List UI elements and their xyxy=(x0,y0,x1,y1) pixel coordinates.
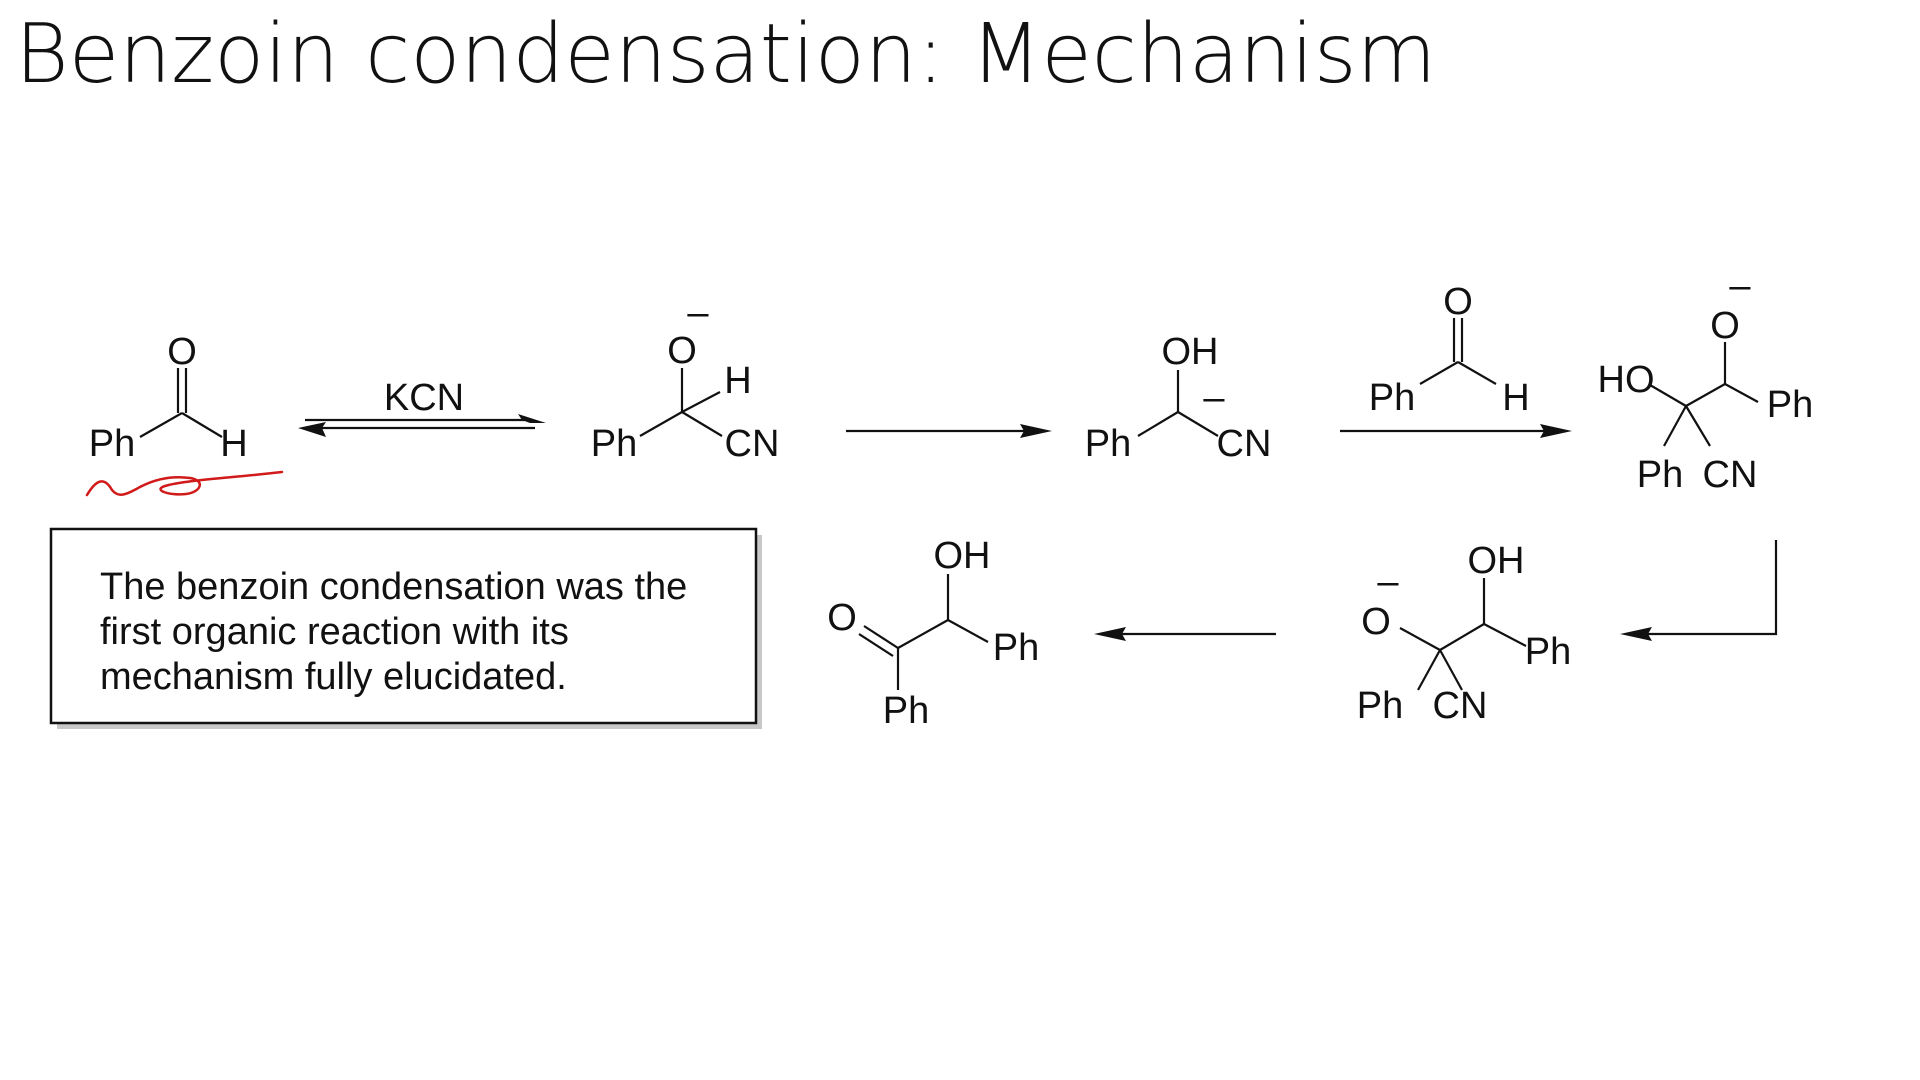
atom-cn: CN xyxy=(1703,454,1758,496)
note-box-frame xyxy=(49,527,758,725)
atom-ph: Ph xyxy=(993,627,1039,669)
charge-minus: – xyxy=(1203,377,1225,419)
atom-cn: CN xyxy=(725,423,780,465)
atom-o: O xyxy=(827,597,857,639)
reaction-arrow-3: O Ph H xyxy=(1340,281,1572,438)
benzoin-product: OH O Ph Ph xyxy=(827,535,1039,732)
atom-ph: Ph xyxy=(1357,685,1403,727)
note-line: The benzoin condensation was the xyxy=(100,566,687,608)
equilibrium-arrow: KCN xyxy=(298,377,546,437)
atom-ph: Ph xyxy=(1369,377,1415,419)
carbanion-intermediate: OH – Ph CN xyxy=(1085,331,1272,465)
atom-ph: Ph xyxy=(1767,384,1813,426)
atom-ph: Ph xyxy=(591,423,637,465)
atom-oh: OH xyxy=(1162,331,1219,373)
rearranged-alkoxide: OH O – Ph Ph CN xyxy=(1357,540,1571,727)
atom-ho: HO xyxy=(1598,359,1655,401)
handwritten-annotation xyxy=(85,470,284,497)
slide-title: Benzoin condensation: Mechanism xyxy=(15,7,1436,102)
atom-cn: CN xyxy=(1433,685,1488,727)
reaction-arrow-5 xyxy=(1094,627,1276,641)
atom-ph: Ph xyxy=(883,690,929,732)
atom-o: O xyxy=(1361,601,1391,643)
atom-cn: CN xyxy=(1217,423,1272,465)
atom-o: O xyxy=(167,331,197,373)
atom-h: H xyxy=(220,423,247,465)
atom-o: O xyxy=(1443,281,1473,323)
benzaldehyde: O Ph H xyxy=(89,331,248,465)
cyanohydrin-alkoxide: O – H Ph CN xyxy=(591,292,780,465)
charge-minus: – xyxy=(687,292,709,334)
atom-oh: OH xyxy=(1468,540,1525,582)
atom-o: O xyxy=(1710,305,1740,347)
charge-minus: – xyxy=(1377,561,1399,603)
alkoxide-adduct: O – HO Ph Ph CN xyxy=(1598,265,1814,496)
note-box: The benzoin condensation was the first o… xyxy=(49,527,762,729)
atom-ph: Ph xyxy=(89,423,135,465)
reagent-benzaldehyde: O Ph H xyxy=(1369,281,1530,419)
reaction-arrow-4 xyxy=(1620,540,1778,641)
atom-o: O xyxy=(667,330,697,372)
note-line: mechanism fully elucidated. xyxy=(100,656,567,698)
reagent-kcn: KCN xyxy=(384,377,464,419)
charge-minus: – xyxy=(1729,265,1751,307)
atom-ph: Ph xyxy=(1085,423,1131,465)
atom-ph: Ph xyxy=(1525,631,1571,673)
atom-ph: Ph xyxy=(1637,454,1683,496)
atom-h: H xyxy=(1502,377,1529,419)
atom-h: H xyxy=(724,360,751,402)
reaction-arrow-2 xyxy=(846,424,1052,438)
note-line: first organic reaction with its xyxy=(100,611,569,653)
atom-oh: OH xyxy=(934,535,991,577)
